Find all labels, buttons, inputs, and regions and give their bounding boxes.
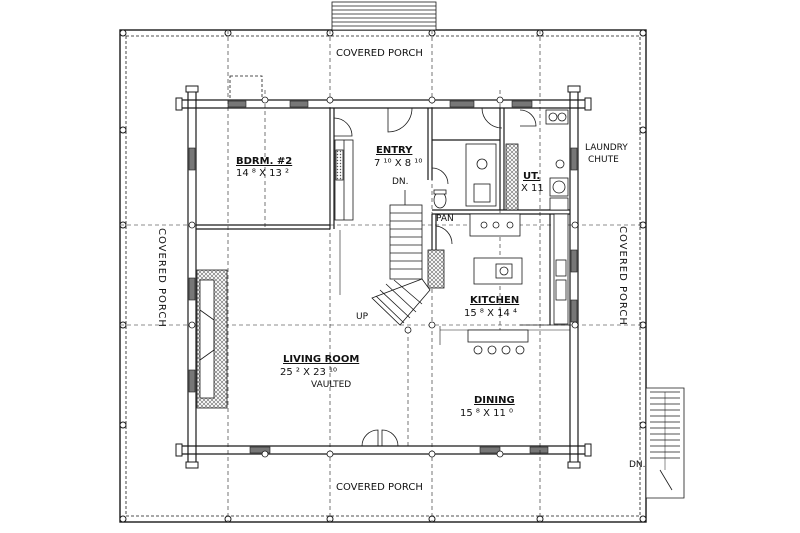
porch-posts: [119, 29, 647, 523]
label-bdrm-dim: 14 ⁸ X 13 ²: [236, 168, 290, 179]
windows: [188, 100, 578, 454]
label-entry-dim: 7 ¹⁰ X 8 ¹⁰: [374, 158, 423, 169]
bedroom-closet: [334, 139, 354, 221]
label-pan: PAN: [436, 214, 454, 224]
fireplace: [196, 269, 228, 409]
bedroom-bay: [229, 75, 263, 101]
label-living-note: VAULTED: [311, 380, 352, 390]
label-porch-bottom: COVERED PORCH: [336, 482, 423, 493]
exterior-walls: [178, 90, 588, 465]
label-dining-name: DINING: [474, 395, 515, 406]
label-entry-name: ENTRY: [376, 145, 413, 156]
log-corners: [175, 85, 592, 469]
label-ut-name: UT.: [523, 171, 541, 182]
interior-stair: [339, 190, 431, 326]
label-ut-dim: X 11: [521, 183, 544, 194]
label-kitchen-dim: 15 ⁸ X 14 ⁴: [464, 308, 518, 319]
right-porch-stair: [645, 387, 685, 499]
label-laundry-2: CHUTE: [588, 155, 619, 165]
doors: [333, 107, 537, 447]
label-porch-top: COVERED PORCH: [336, 48, 423, 59]
top-porch-stair: [331, 1, 437, 31]
label-dn-porch: DN.: [629, 460, 646, 470]
label-bdrm-name: BDRM. #2: [236, 156, 293, 167]
bath-fixtures: [433, 109, 569, 211]
label-living-name: LIVING ROOM: [283, 354, 360, 365]
label-laundry-1: LAUNDRY: [585, 143, 628, 153]
interior-walls: [196, 108, 570, 345]
label-porch-left: COVERED PORCH: [156, 228, 167, 328]
label-dn-stair: DN.: [392, 177, 409, 187]
label-kitchen-name: KITCHEN: [470, 295, 520, 306]
label-dining-dim: 15 ⁸ X 11 ⁰: [460, 408, 514, 419]
label-up-stair: UP: [356, 312, 369, 322]
label-living-dim: 25 ² X 23 ¹⁰: [280, 367, 338, 378]
structure-posts: [188, 96, 579, 458]
label-porch-right: COVERED PORCH: [617, 226, 628, 326]
kitchen-counters: [427, 213, 569, 355]
